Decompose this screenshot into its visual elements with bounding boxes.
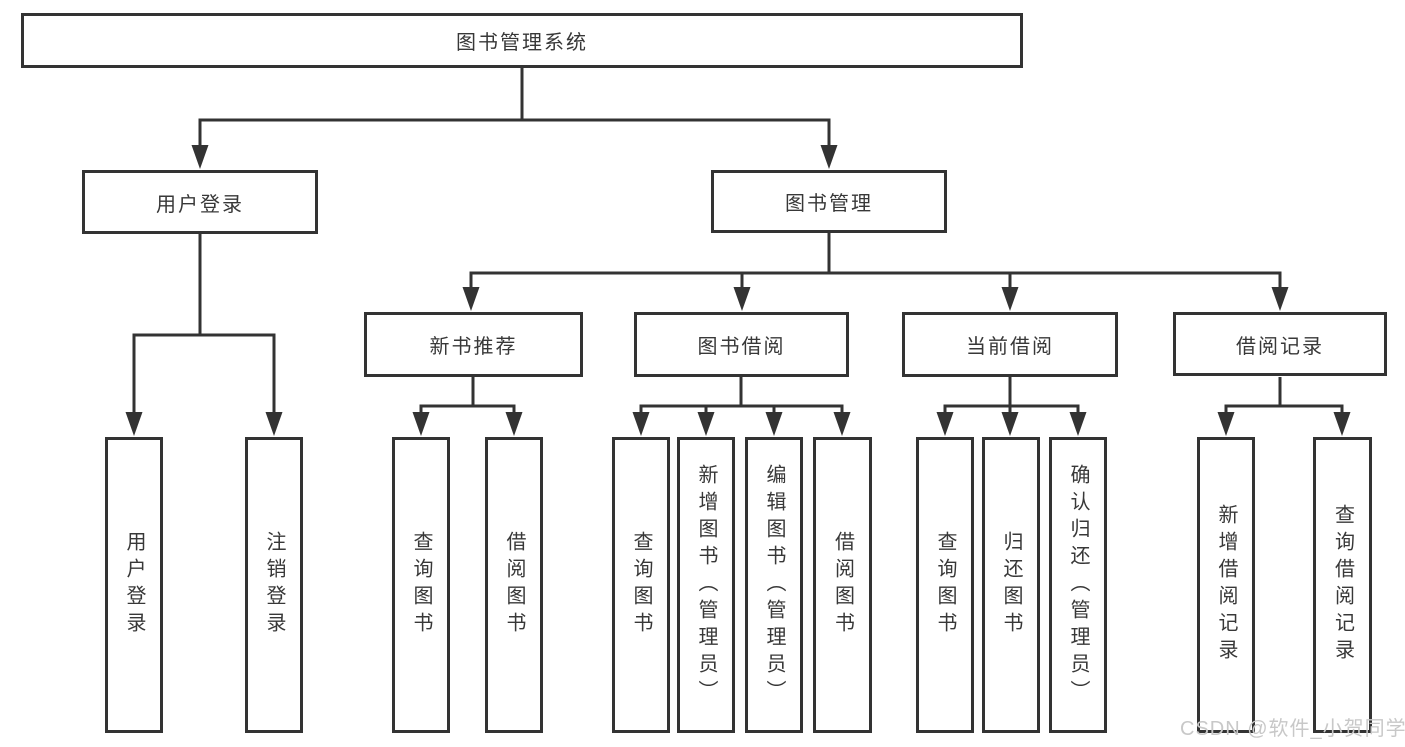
leaf-query-books-recommend: 查询图书 — [392, 437, 450, 733]
leaf-borrow-books: 借阅图书 — [813, 437, 872, 733]
csdn-watermark: CSDN @软件_小贺同学 — [1180, 718, 1405, 740]
arrow-down-icon — [820, 145, 838, 169]
node-current-borrow: 当前借阅 — [902, 312, 1118, 377]
leaf-confirm-return-admin: 确认归还（管理员） — [1049, 437, 1107, 733]
connector-book-borrow-children — [639, 377, 844, 414]
leaf-borrow-books-recommend: 借阅图书 — [485, 437, 543, 733]
leaf-query-borrow-record: 查询借阅记录 — [1313, 437, 1372, 733]
arrow-down-icon — [1271, 287, 1289, 311]
connector-root-to-level2 — [198, 68, 831, 148]
node-borrow-records: 借阅记录 — [1173, 312, 1387, 376]
arrow-down-icon — [1001, 287, 1019, 311]
node-library-system: 图书管理系统 — [21, 13, 1023, 68]
leaf-logout: 注销登录 — [245, 437, 303, 733]
leaf-query-books-borrow: 查询图书 — [612, 437, 670, 733]
arrow-down-icon — [1001, 412, 1019, 436]
connector-new-book-children — [419, 377, 516, 414]
connector-user-login-children — [132, 234, 276, 416]
leaf-query-books-current: 查询图书 — [916, 437, 974, 733]
arrow-down-icon — [412, 412, 430, 436]
node-user-login: 用户登录 — [82, 170, 318, 234]
connector-borrow-records-children — [1224, 377, 1344, 414]
arrow-down-icon — [191, 145, 209, 169]
arrow-down-icon — [505, 412, 523, 436]
arrow-down-icon — [833, 412, 851, 436]
arrow-down-icon — [697, 412, 715, 436]
arrow-down-icon — [936, 412, 954, 436]
arrow-down-icon — [125, 412, 143, 436]
leaf-add-book-admin: 新增图书（管理员） — [677, 437, 735, 733]
connector-book-management-children — [469, 233, 1282, 290]
connector-current-borrow-children — [943, 377, 1080, 414]
arrow-down-icon — [265, 412, 283, 436]
node-book-borrow: 图书借阅 — [634, 312, 849, 377]
arrow-down-icon — [632, 412, 650, 436]
node-new-book-recommend: 新书推荐 — [364, 312, 583, 377]
arrow-down-icon — [1217, 412, 1235, 436]
leaf-user-login: 用户登录 — [105, 437, 163, 733]
node-book-management: 图书管理 — [711, 170, 947, 233]
arrow-down-icon — [1333, 412, 1351, 436]
leaf-edit-book-admin: 编辑图书（管理员） — [745, 437, 803, 733]
arrow-down-icon — [1069, 412, 1087, 436]
leaf-add-borrow-record: 新增借阅记录 — [1197, 437, 1255, 733]
arrow-down-icon — [462, 287, 480, 311]
arrow-down-icon — [765, 412, 783, 436]
leaf-return-book: 归还图书 — [982, 437, 1040, 733]
arrow-down-icon — [733, 287, 751, 311]
